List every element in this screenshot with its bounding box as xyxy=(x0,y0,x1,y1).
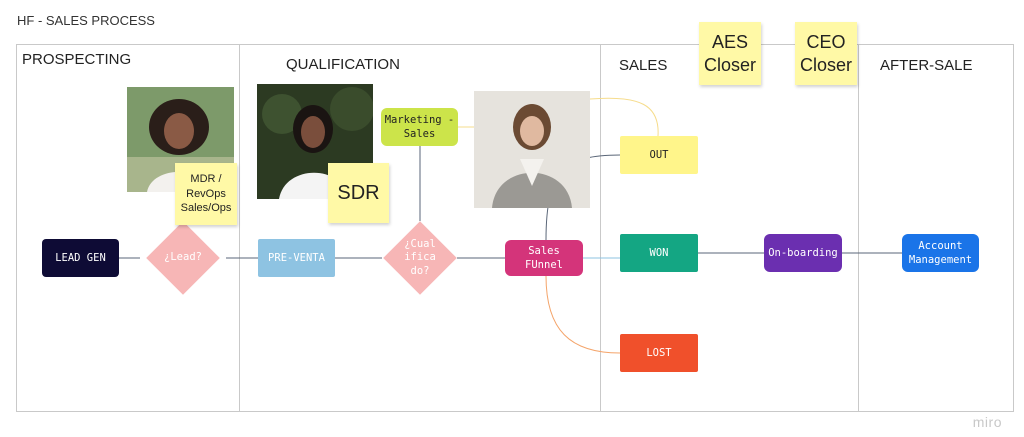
account-management-node[interactable]: Account Management xyxy=(902,234,979,272)
lost-node[interactable]: LOST xyxy=(620,334,698,372)
sales-funnel-node[interactable]: Sales FUnnel xyxy=(505,240,583,276)
lane-title-prospecting: PROSPECTING xyxy=(22,51,132,68)
connector-funnel-lost xyxy=(545,275,621,354)
photo-closer xyxy=(474,91,590,208)
won-node[interactable]: WON xyxy=(620,234,698,272)
onboarding-node[interactable]: On-boarding xyxy=(764,234,842,272)
sticky-aes-closer[interactable]: AES Closer xyxy=(699,22,761,85)
connector-photo-out xyxy=(589,97,659,137)
marketing-sales-node[interactable]: Marketing - Sales xyxy=(381,108,458,146)
lane-title-sales: SALES xyxy=(619,57,668,74)
qualified-decision-label: ¿Cual ifica do? xyxy=(404,237,436,277)
board-title: HF - SALES PROCESS xyxy=(17,13,155,28)
lane-after-sale: AFTER-SALE xyxy=(858,44,1014,412)
lane-title-after-sale: AFTER-SALE xyxy=(880,57,973,74)
sticky-sdr[interactable]: SDR xyxy=(328,163,389,223)
lane-title-qualification: QUALIFICATION xyxy=(286,56,400,73)
lead-decision-label: ¿Lead? xyxy=(164,251,202,264)
out-node[interactable]: OUT xyxy=(620,136,698,174)
sticky-mdr[interactable]: MDR / RevOps Sales/Ops xyxy=(175,163,237,225)
miro-watermark: miro xyxy=(972,414,1002,430)
pre-venta-node[interactable]: PRE-VENTA xyxy=(258,239,335,277)
sticky-ceo-closer[interactable]: CEO Closer xyxy=(795,22,857,85)
lead-gen-node[interactable]: LEAD GEN xyxy=(42,239,119,277)
